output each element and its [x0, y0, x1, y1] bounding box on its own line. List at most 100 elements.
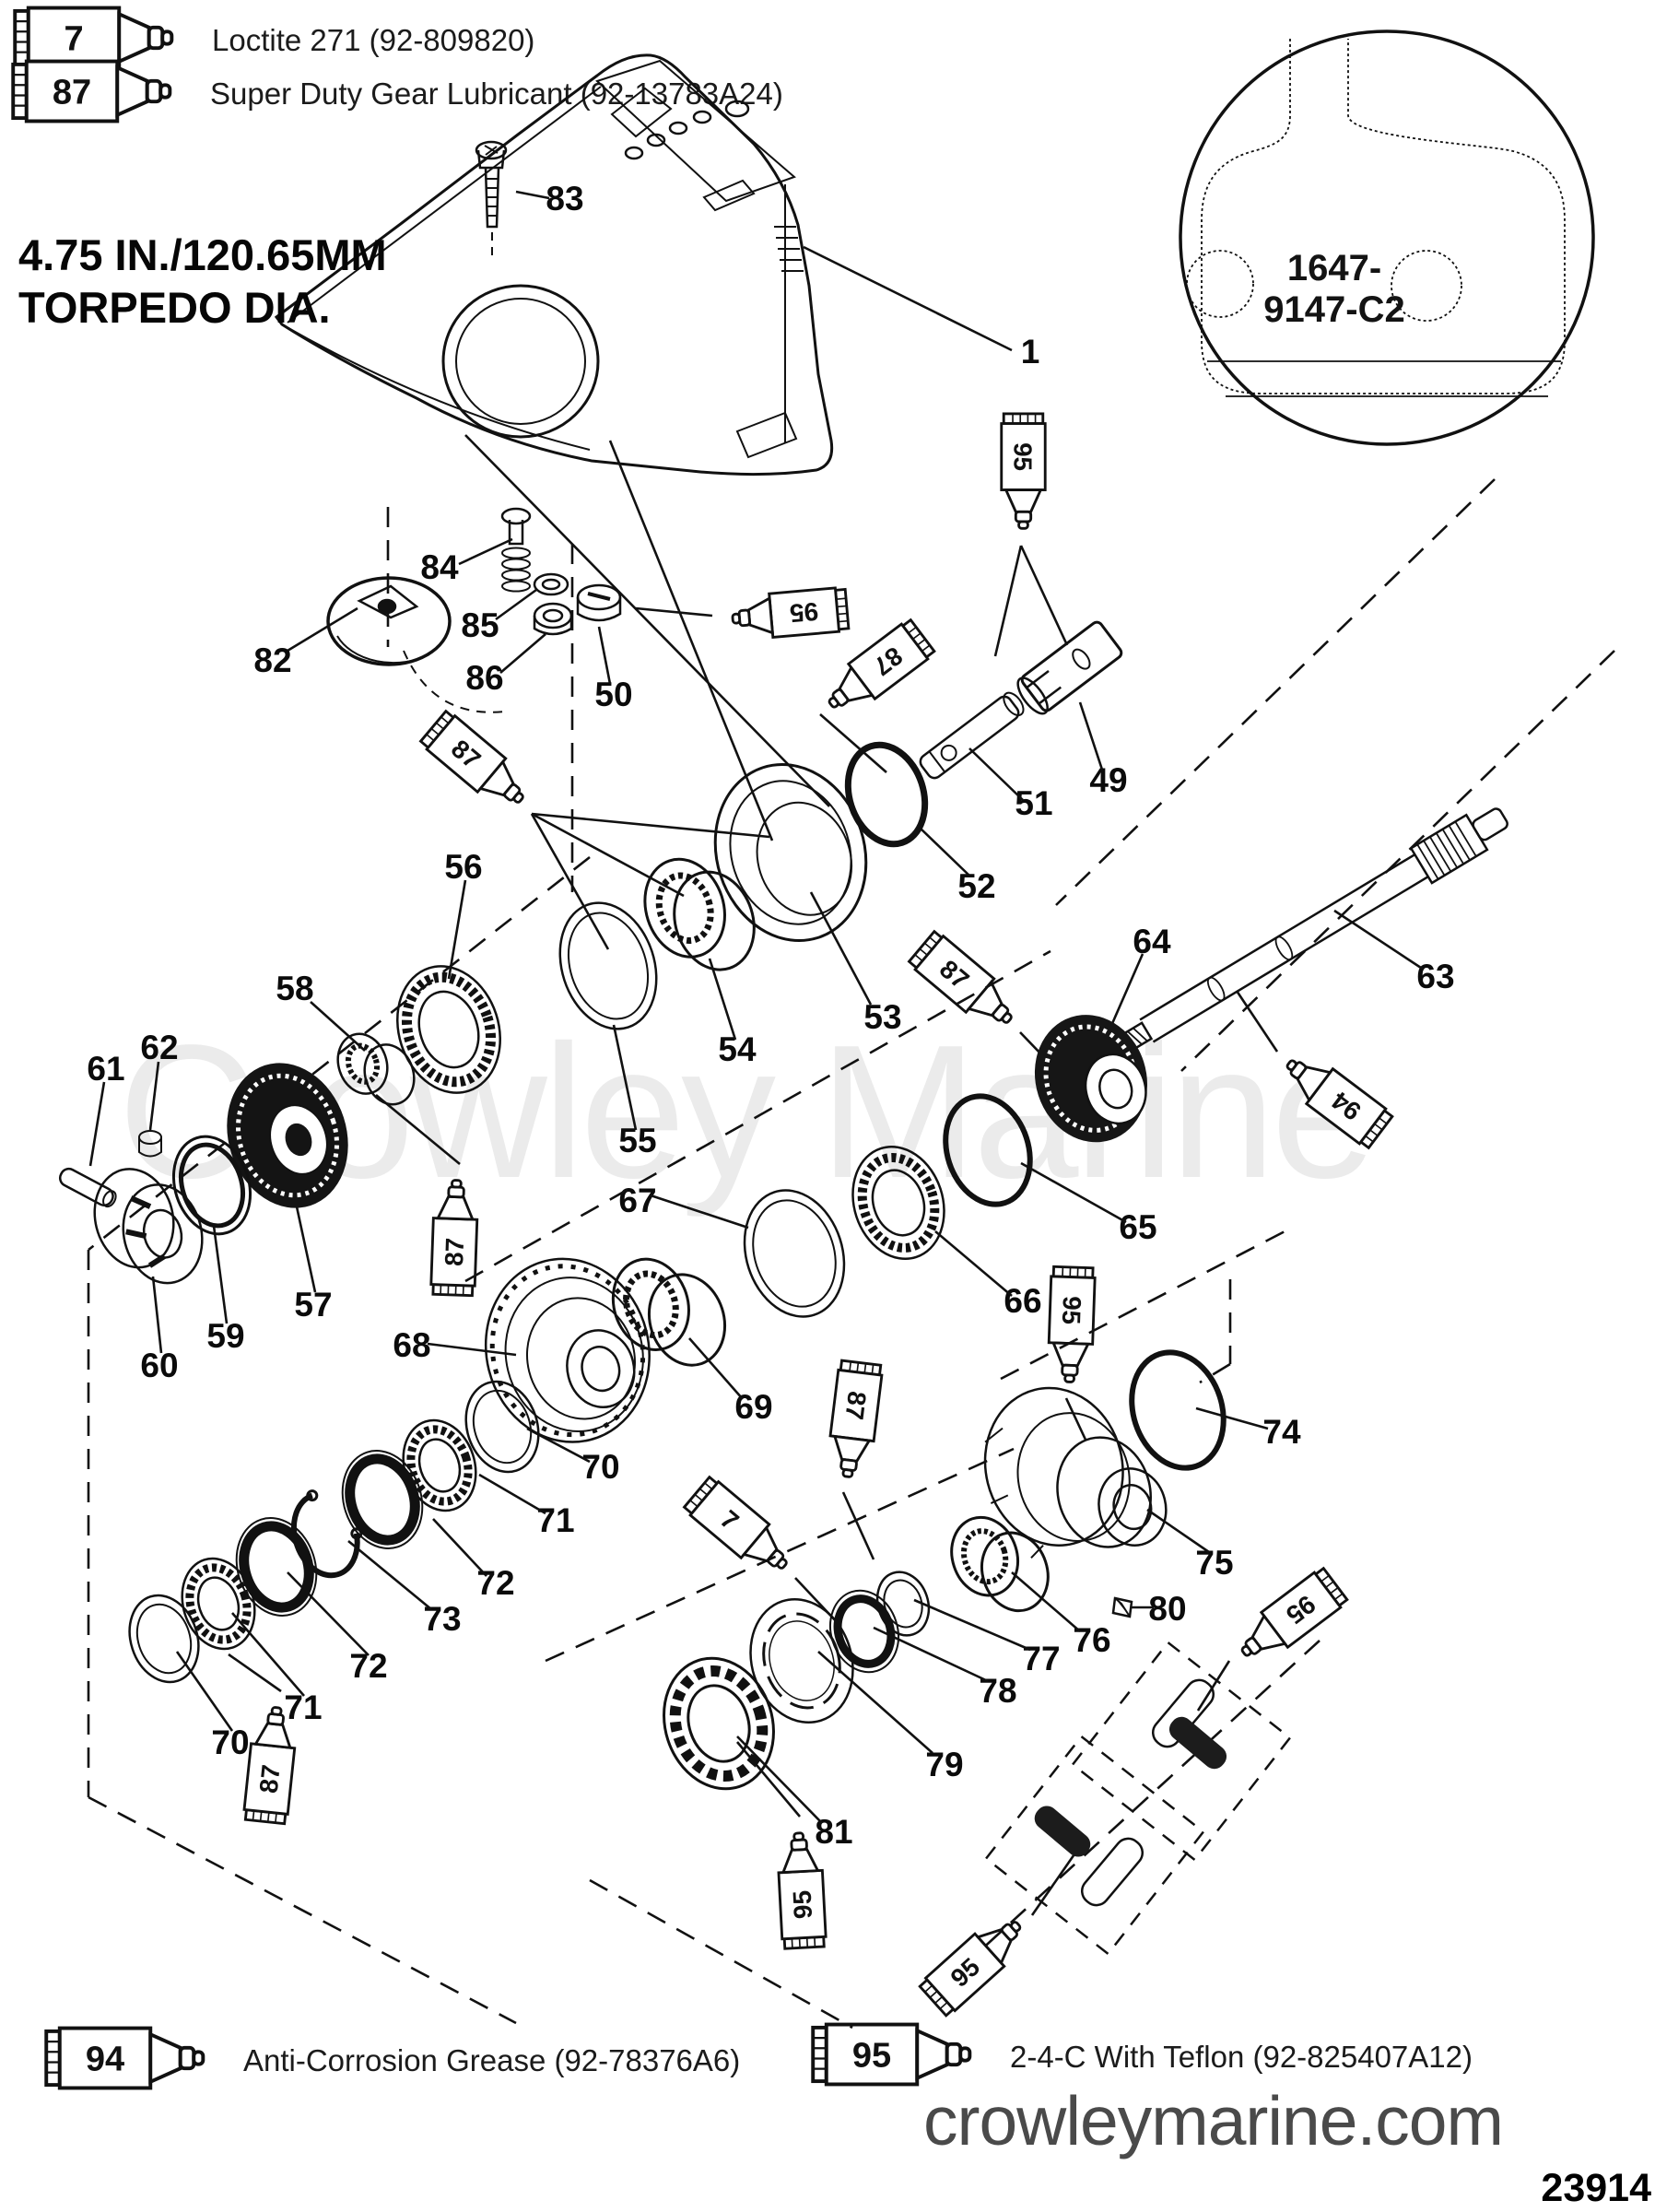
- needle-bearing-54: [643, 857, 756, 971]
- part-label-86: 86: [465, 659, 504, 697]
- thrust-bearing-56: [396, 965, 501, 1094]
- svg-text:94: 94: [86, 2040, 124, 2078]
- part-label-63: 63: [1416, 958, 1455, 995]
- leader-line: [1078, 701, 1104, 771]
- part-label-60: 60: [140, 1347, 179, 1384]
- detail-circle: [1179, 29, 1595, 446]
- legend-tube-icon-95: 95: [811, 2020, 984, 2093]
- lubricant-tube-95: 95: [1217, 1559, 1352, 1679]
- legend-label-7: Loctite 271 (92-809820): [212, 22, 535, 57]
- legend-label-94: Anti-Corrosion Grease (92-78376A6): [243, 2042, 741, 2077]
- part-label-68: 68: [393, 1326, 431, 1364]
- part-label-66: 66: [1004, 1282, 1042, 1320]
- leader-line: [819, 713, 887, 773]
- leader-line: [1020, 1161, 1127, 1224]
- leader-line: [1011, 1571, 1081, 1632]
- leader-line: [608, 440, 774, 841]
- leader-line: [148, 1061, 160, 1131]
- leader-line: [375, 1093, 461, 1166]
- part-label-75: 75: [1195, 1544, 1234, 1582]
- svg-text:87: 87: [440, 1237, 469, 1266]
- part-label-83: 83: [546, 180, 584, 218]
- leader-line: [347, 1539, 432, 1611]
- leader-line: [809, 891, 873, 1006]
- svg-text:87: 87: [254, 1763, 286, 1794]
- ball-bearing-81: [663, 1656, 775, 1791]
- lubricant-tube-87: 87: [428, 1169, 487, 1298]
- lubricant-tube-87: 87: [901, 926, 1034, 1050]
- leader-line: [1106, 953, 1144, 1035]
- shift-shaft-51: [919, 691, 1025, 780]
- washer-70b: [128, 1594, 200, 1684]
- part-label-74: 74: [1262, 1413, 1301, 1451]
- leader-line: [531, 812, 770, 839]
- washer-55: [558, 901, 658, 1030]
- part-label-57: 57: [294, 1286, 333, 1324]
- leader-line: [736, 1741, 801, 1818]
- part-label-54: 54: [718, 1030, 757, 1068]
- leader-line: [495, 588, 537, 621]
- part-label-71: 71: [536, 1501, 575, 1539]
- leader-line: [993, 545, 1023, 657]
- part-label-69: 69: [734, 1388, 773, 1426]
- leader-line: [688, 1337, 744, 1400]
- leader-line: [499, 633, 546, 674]
- part-label-81: 81: [815, 1813, 853, 1851]
- leader-line: [1235, 990, 1279, 1053]
- lubricant-tube-87: 87: [816, 1358, 886, 1490]
- needle-bearing-76: [950, 1515, 1050, 1613]
- washer-85: [533, 572, 569, 596]
- leader-line: [530, 813, 610, 950]
- svg-text:95: 95: [789, 597, 820, 629]
- part-label-52: 52: [957, 867, 996, 905]
- svg-text:7: 7: [64, 19, 83, 58]
- locknut-86: [533, 602, 573, 636]
- lubricant-tube-87: 87: [413, 706, 546, 830]
- leader-line: [708, 958, 737, 1041]
- legend-tube-icon-7: 7: [13, 4, 186, 76]
- alignment-dash-line: [464, 949, 1051, 1283]
- anode-kit-parts-upper: [1151, 1678, 1227, 1770]
- leader-line: [531, 812, 685, 898]
- part-label-58: 58: [276, 970, 314, 1007]
- part-label-78: 78: [979, 1672, 1017, 1710]
- leader-line: [293, 1197, 317, 1293]
- legend-tube-icon-94: 94: [44, 2024, 217, 2097]
- leader-line: [287, 1571, 370, 1656]
- leader-line: [817, 1651, 933, 1754]
- key-80: [1111, 1596, 1133, 1618]
- svg-text:95: 95: [788, 1889, 818, 1920]
- alignment-dash-line: [1199, 1362, 1231, 1384]
- leader-line: [968, 747, 1024, 801]
- part-label-51: 51: [1015, 784, 1053, 822]
- tab-washer-79: [749, 1597, 854, 1724]
- leader-line: [919, 827, 970, 877]
- leader-line: [597, 626, 612, 685]
- pin-61: [58, 1167, 117, 1208]
- leader-line: [635, 606, 713, 618]
- bearing-58: [336, 1032, 416, 1106]
- svg-text:87: 87: [839, 1390, 872, 1421]
- lubricant-tube-95: 95: [720, 580, 851, 645]
- leader-line: [650, 1194, 749, 1230]
- anode-kit-box-lower: [984, 1735, 1205, 1956]
- gear-housing-part: [274, 53, 834, 477]
- alignment-dash-line: [1180, 650, 1615, 1072]
- lubricant-tube-87: 87: [240, 1694, 307, 1826]
- part-label-80: 80: [1148, 1590, 1187, 1628]
- leader-line: [1064, 1397, 1087, 1441]
- legend-item-94: 94 Anti-Corrosion Grease (92-78376A6): [44, 2024, 740, 2097]
- part-label-72: 72: [349, 1647, 388, 1685]
- shift-coupler-49: [1016, 620, 1123, 715]
- alignment-dash-line: [1000, 1226, 1293, 1381]
- part-label-50: 50: [594, 676, 633, 713]
- leader-line: [175, 1651, 234, 1732]
- part-label-56: 56: [444, 848, 483, 886]
- part-label-77: 77: [1022, 1640, 1061, 1677]
- alignment-dash-line: [545, 1447, 1015, 1663]
- clutch-dog-60: [93, 1168, 204, 1285]
- anode-kit-box-upper: [1071, 1641, 1292, 1862]
- part-label-67: 67: [618, 1182, 657, 1219]
- thrust-bearing-66: [851, 1145, 945, 1261]
